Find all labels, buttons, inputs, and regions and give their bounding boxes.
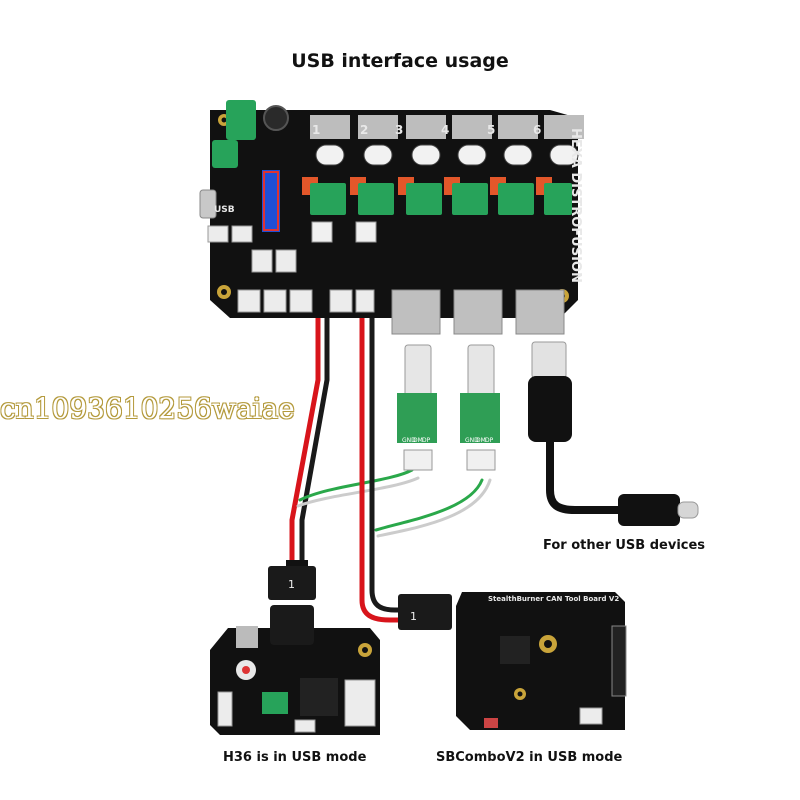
pin-label: DP [422, 437, 431, 444]
channel-number: 2 [360, 123, 368, 137]
wire-white-sb [376, 478, 492, 538]
board-usb-port [199, 189, 217, 219]
sbcombo-silkscreen: StealthBurner CAN Tool Board V2 [488, 595, 619, 603]
board-usb-a-port-3 [515, 289, 565, 335]
wire-green-h36 [298, 468, 414, 502]
h36-terminal [262, 692, 288, 714]
channel-number: 5 [487, 123, 495, 137]
label-other-devices: For other USB devices [543, 538, 705, 553]
wire-bundle [289, 232, 492, 623]
channel-numbers: 1 2 3 4 5 6 [312, 123, 541, 137]
h36-board [210, 605, 380, 735]
pin-label: DM [413, 437, 423, 444]
power-terminal [226, 100, 256, 140]
capacitor [263, 105, 289, 131]
wire-red-sb [359, 232, 408, 623]
usb-adapter-1 [397, 344, 437, 471]
channel-sections [302, 115, 584, 215]
board-usb-a-port-2 [453, 289, 503, 335]
board-usb-a-port-1 [391, 289, 441, 335]
channel-number: 3 [395, 123, 403, 137]
connector-sbcombo: 1 [398, 594, 452, 630]
channel-number: 1 [312, 123, 320, 137]
label-sbcombo: SBComboV2 in USB mode [436, 750, 623, 765]
connector-h36: 1 [268, 560, 316, 600]
main-board: USB [199, 100, 584, 335]
channel-number: 6 [533, 123, 541, 137]
page-title: USB interface usage [291, 50, 509, 72]
channel-number: 4 [441, 123, 449, 137]
board-silkscreen: HEXA DISTROFUSION [568, 128, 583, 283]
pin-label: GND [402, 437, 416, 444]
connector-tag: 1 [410, 610, 417, 623]
wire-black-sb [369, 232, 408, 613]
usb-silk: USB [214, 205, 235, 215]
pin-label: DM [476, 437, 486, 444]
label-h36: H36 is in USB mode [223, 750, 367, 765]
sbcombo-board: StealthBurner CAN Tool Board V2 [456, 592, 627, 730]
wire-green-sb [374, 478, 484, 532]
usb-cable [528, 341, 699, 526]
connector-tag: 1 [288, 578, 295, 591]
usb-adapter-2 [460, 344, 500, 471]
pin-label: GND [465, 437, 479, 444]
watermark-text: cn1093610256waiae [0, 392, 295, 425]
pin-label: DP [485, 437, 494, 444]
wire-white-h36 [296, 476, 420, 508]
